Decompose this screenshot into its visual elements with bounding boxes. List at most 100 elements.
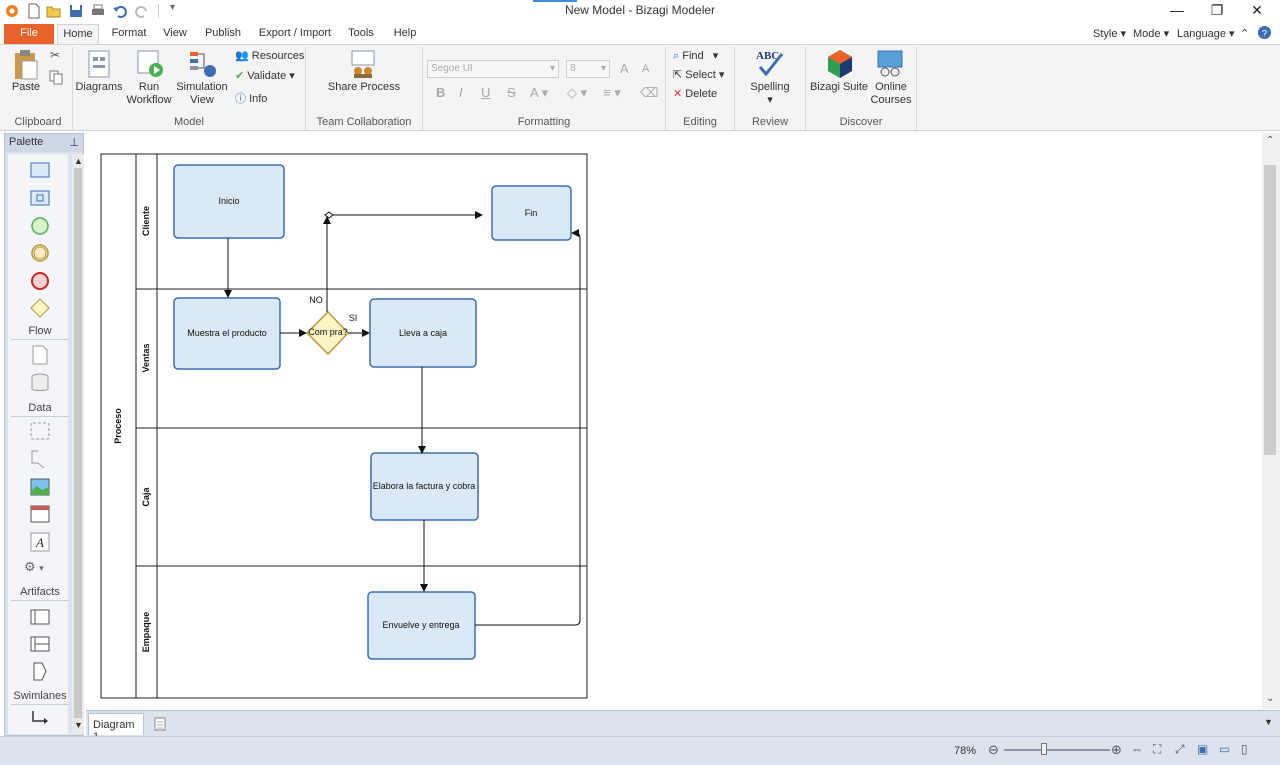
pool-shape-icon[interactable] xyxy=(30,609,50,627)
minimize-button[interactable]: — xyxy=(1170,2,1184,18)
tab-format[interactable]: Format xyxy=(111,27,147,39)
header-shape-icon[interactable] xyxy=(30,504,50,524)
restore-button[interactable]: ❐ xyxy=(1210,2,1224,18)
strikethrough-icon[interactable]: S xyxy=(507,85,516,100)
language-menu[interactable]: Language ▾ xyxy=(1177,28,1235,40)
zoom-area-icon[interactable]: ▣ xyxy=(1197,742,1209,756)
align-icon[interactable]: ≡ ▾ xyxy=(603,85,621,100)
zoom-out-icon[interactable]: ⊖ xyxy=(988,742,999,757)
font-color-icon[interactable]: A ▾ xyxy=(530,85,549,100)
diagram-tab[interactable]: Diagram 1 xyxy=(88,713,144,743)
find-button[interactable]: ⌕ Find ▾ xyxy=(673,50,719,62)
bizagi-suite-icon[interactable] xyxy=(826,49,854,79)
run-workflow-icon[interactable] xyxy=(136,49,164,79)
start-event-icon[interactable] xyxy=(30,216,50,236)
validate-button[interactable]: ✔ Validate ▾ xyxy=(235,70,295,82)
bpmn-diagram[interactable]: Proceso Cliente Ventas Caja Empaque Inic… xyxy=(86,133,1262,709)
scroll-up-icon[interactable]: ⌃ xyxy=(1266,135,1275,146)
diagrams-button[interactable]: Diagrams xyxy=(75,81,123,93)
connector-icon[interactable] xyxy=(30,709,50,729)
canvas-scroll-thumb[interactable] xyxy=(1264,165,1276,455)
spelling-icon[interactable]: ABC xyxy=(754,47,786,79)
redo-icon[interactable] xyxy=(134,3,150,19)
lane-shape-icon[interactable] xyxy=(30,636,50,654)
annotation-icon[interactable] xyxy=(30,449,50,469)
select-button[interactable]: ⇱ Select ▾ xyxy=(673,69,725,81)
pin-icon[interactable]: ⊥ xyxy=(69,137,79,149)
milestone-shape-icon[interactable] xyxy=(30,662,50,682)
new-icon[interactable] xyxy=(26,3,42,19)
end-event-icon[interactable] xyxy=(30,271,50,291)
scroll-down-icon[interactable]: ⌄ xyxy=(1266,693,1275,704)
canvas-vertical-scrollbar[interactable]: ⌃ ⌄ xyxy=(1262,133,1280,709)
palette-scrollbar[interactable]: ▲ ▼ xyxy=(72,154,84,734)
subprocess-shape-icon[interactable] xyxy=(30,190,50,206)
clear-format-icon[interactable]: ⌫ xyxy=(640,85,659,100)
mode-menu[interactable]: Mode ▾ xyxy=(1133,28,1170,40)
save-icon[interactable] xyxy=(68,3,84,19)
fit-page-icon[interactable]: ⛶ xyxy=(1153,742,1162,756)
share-process-icon[interactable] xyxy=(348,49,378,79)
resources-button[interactable]: 👥 Resources xyxy=(235,49,304,62)
lane-label-ventas[interactable]: Ventas xyxy=(141,343,151,372)
share-process-button[interactable]: Share Process xyxy=(327,81,401,93)
diagrams-icon[interactable] xyxy=(86,49,112,79)
task-fin[interactable] xyxy=(491,185,572,241)
tab-tools[interactable]: Tools xyxy=(348,27,374,39)
bizagi-suite-button[interactable]: Bizagi Suite xyxy=(809,81,869,93)
style-menu[interactable]: Style ▾ xyxy=(1093,28,1127,40)
info-button[interactable]: ⓘ Info xyxy=(235,90,267,106)
data-store-icon[interactable] xyxy=(30,373,50,393)
presentation-icon[interactable]: ▭ xyxy=(1219,742,1231,756)
image-icon[interactable] xyxy=(30,477,50,497)
new-diagram-tab-icon[interactable] xyxy=(154,717,166,731)
fill-color-icon[interactable]: ◇ ▾ xyxy=(567,85,588,100)
text-icon[interactable]: A xyxy=(30,532,50,552)
print-icon[interactable] xyxy=(90,3,106,19)
shrink-font-icon[interactable]: A xyxy=(642,63,650,75)
scroll-up-icon[interactable]: ▲ xyxy=(74,156,83,166)
cut-icon[interactable]: ✂ xyxy=(50,48,61,62)
delete-button[interactable]: ✕ Delete xyxy=(673,87,717,100)
open-icon[interactable] xyxy=(46,3,62,19)
tab-export-import[interactable]: Export / Import xyxy=(258,27,332,39)
copy-icon[interactable] xyxy=(48,69,64,85)
paste-icon[interactable] xyxy=(12,49,40,81)
help-icon[interactable]: ? xyxy=(1257,25,1272,40)
tab-help[interactable]: Help xyxy=(393,27,417,39)
pool-label[interactable]: Proceso xyxy=(113,408,123,444)
palette-scroll-thumb[interactable] xyxy=(74,168,82,718)
tab-file[interactable]: File xyxy=(4,24,54,44)
gateway-compra[interactable] xyxy=(305,310,350,356)
intermediate-event-icon[interactable] xyxy=(30,243,50,263)
tab-publish[interactable]: Publish xyxy=(204,27,242,39)
task-lleva-caja[interactable] xyxy=(369,298,477,368)
font-size-combo[interactable]: 8▾ xyxy=(566,60,610,78)
underline-icon[interactable]: U xyxy=(481,85,491,100)
zoom-slider-thumb[interactable] xyxy=(1041,743,1047,755)
zoom-in-icon[interactable]: ⊕ xyxy=(1111,742,1122,757)
tab-list-icon[interactable]: ▼ xyxy=(1264,717,1273,727)
group-shape-icon[interactable] xyxy=(30,422,50,440)
lane-label-empaque[interactable]: Empaque xyxy=(141,612,151,653)
bold-icon[interactable]: B xyxy=(436,85,446,100)
close-button[interactable]: ✕ xyxy=(1251,2,1263,18)
online-courses-icon[interactable] xyxy=(876,49,904,79)
lane-label-cliente[interactable]: Cliente xyxy=(141,206,151,236)
data-object-icon[interactable] xyxy=(30,345,50,365)
fit-all-icon[interactable]: ⤢ xyxy=(1175,742,1185,756)
task-shape-icon[interactable] xyxy=(30,162,50,178)
fit-width-icon[interactable]: ⇔ xyxy=(1131,742,1143,756)
scroll-down-icon[interactable]: ▼ xyxy=(74,720,83,730)
pool[interactable] xyxy=(100,153,588,699)
flow-envuelve-to-fin[interactable] xyxy=(475,229,581,626)
lane-label-caja[interactable]: Caja xyxy=(141,487,151,507)
collapse-ribbon-icon[interactable]: ⌃ xyxy=(1240,28,1250,40)
custom-artifact-icon[interactable]: ⚙ ▾ xyxy=(24,559,44,574)
page-view-icon[interactable]: ▯ xyxy=(1241,742,1248,756)
italic-icon[interactable]: I xyxy=(459,85,463,100)
undo-icon[interactable] xyxy=(112,3,128,19)
